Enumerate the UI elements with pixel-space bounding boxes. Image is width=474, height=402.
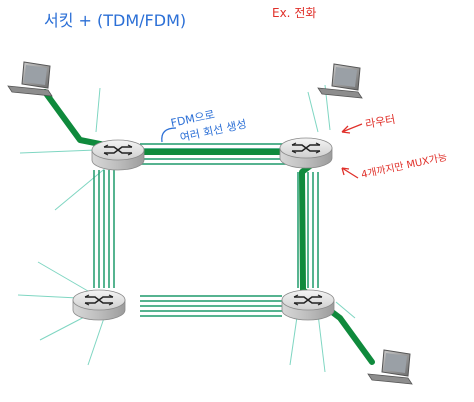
annotation-top-right: Ex. 전화 bbox=[272, 6, 316, 20]
arrow-switch-icon bbox=[341, 123, 363, 134]
laptop-icon bbox=[7, 61, 53, 97]
arrow-mux-icon bbox=[341, 167, 359, 179]
trunk-left bbox=[93, 170, 115, 288]
laptop-icon bbox=[317, 63, 363, 99]
router-icon bbox=[72, 289, 126, 321]
router-icon bbox=[281, 289, 335, 321]
router-bottom-left[interactable] bbox=[72, 289, 126, 321]
laptop-icon bbox=[367, 349, 413, 385]
annotation-fdm-hook bbox=[161, 127, 177, 143]
router-top-right[interactable] bbox=[279, 137, 333, 169]
trunk-bottom bbox=[140, 295, 282, 317]
router-icon bbox=[279, 137, 333, 169]
annotation-top-left: 서킷 + (TDM/FDM) bbox=[44, 11, 186, 30]
host-top-left[interactable] bbox=[7, 61, 53, 97]
trunk-links bbox=[93, 143, 319, 317]
router-bottom-right[interactable] bbox=[281, 289, 335, 321]
router-icon bbox=[91, 139, 145, 171]
annotation-switch: 라우터 bbox=[364, 113, 396, 131]
annotation-mux: 4개까지만 MUX가능 bbox=[360, 151, 448, 181]
router-top-left[interactable] bbox=[91, 139, 145, 171]
host-top-right[interactable] bbox=[317, 63, 363, 99]
host-bottom-right[interactable] bbox=[367, 349, 413, 385]
annotation-fdm: FDM으로 여러 회선 생성 bbox=[170, 108, 248, 144]
